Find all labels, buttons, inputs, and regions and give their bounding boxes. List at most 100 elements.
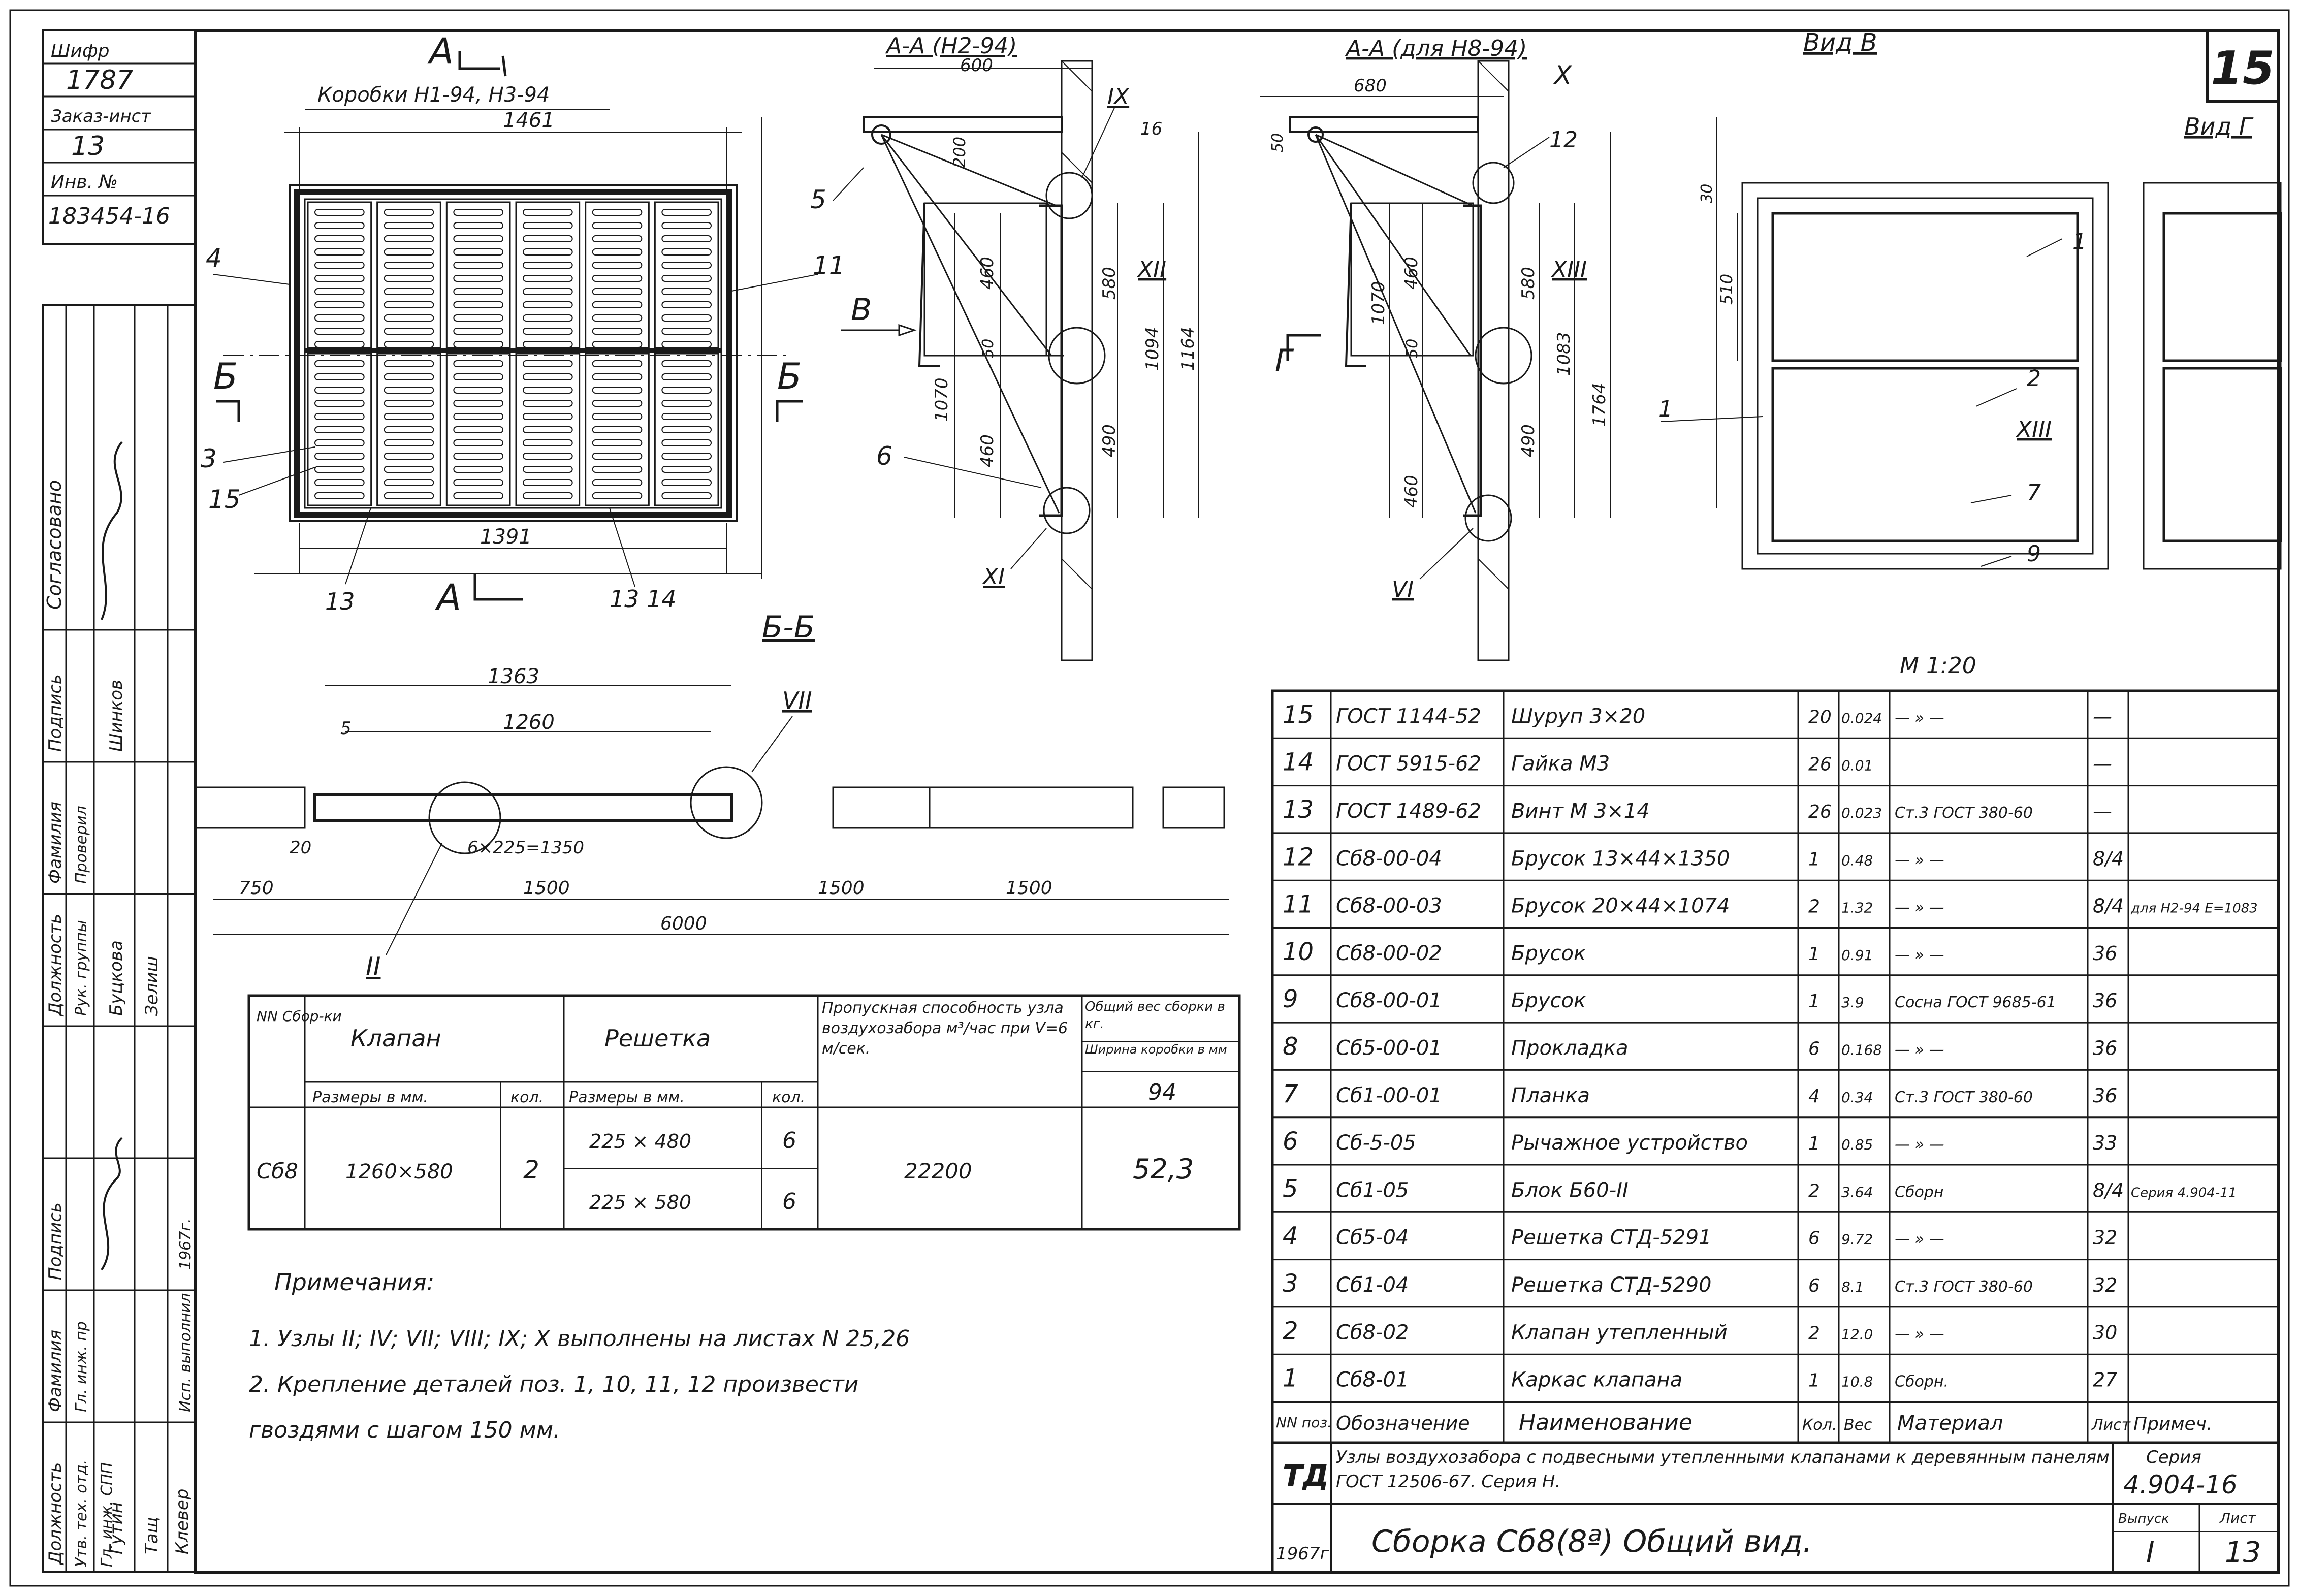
grille-slot [453, 314, 503, 322]
view-b: Вид В 510 30 1 2 XIII 7 9 1 [1658, 28, 2109, 570]
section-aa-h2-dim-50: 50 [979, 339, 997, 358]
summary-row-reshetka-qty-2: 6 [782, 1189, 796, 1215]
approval-name-0: Шинков [106, 680, 126, 752]
section-aa-h8-dim-1070: 1070 [1368, 281, 1389, 325]
spec-cell-pos: 7 [1283, 1080, 1298, 1108]
grille-slot [384, 492, 434, 499]
grille-slot [314, 341, 365, 348]
grille-slot [523, 209, 573, 216]
section-aa-h2-dim-600: 600 [960, 55, 993, 76]
grille-slot [453, 492, 503, 499]
grille-slot [661, 275, 712, 282]
spec-cell-pos: 9 [1283, 985, 1298, 1013]
grille-slot [592, 328, 643, 335]
grille-slot [523, 413, 573, 420]
plan-section-a-bottom: А [435, 577, 461, 618]
grille-slot [661, 288, 712, 295]
plan-callout-4: 4 [206, 243, 222, 273]
spec-cell-mat: Ст.3 ГОСТ 380-60 [1895, 804, 2033, 822]
view-b-outer [1741, 182, 2109, 570]
spec-cell-mass: 0.168 [1841, 1042, 1882, 1059]
title-sheet-label: Лист [2219, 1510, 2256, 1526]
view-g-panel-top [2162, 212, 2282, 362]
view-g-panel-bottom [2162, 367, 2282, 542]
approval-name-3: Тащ [142, 1517, 162, 1554]
spec-cell-code: Сб1-05 [1336, 1178, 1409, 1202]
grille-slot [661, 248, 712, 256]
spec-cell-mat: — » — [1895, 946, 1944, 964]
section-bb: Б-Б 1363 1260 5 20 6×225=1350 750 1500 1… [195, 610, 1229, 981]
pivot-aa-h8 [1307, 126, 1324, 143]
approval-role-4: Гл. инж. СПП [98, 1462, 116, 1567]
spec-h-code: Обозначение [1336, 1412, 1470, 1434]
summary-h-ves: Общий вес сборки в кг. [1085, 999, 1225, 1032]
spec-cell-pos: 14 [1283, 748, 1314, 777]
grille-slot [523, 328, 573, 335]
spec-cell-code: Сб1-00-01 [1336, 1084, 1442, 1107]
spec-cell-mat: Сосна ГОСТ 9685-61 [1895, 994, 2056, 1011]
approval-role-1: Гл. инж. пр [73, 1321, 90, 1412]
section-aa-h2-dim-490: 490 [1099, 424, 1120, 457]
grille-slot [384, 328, 434, 335]
detail-ii-circle [428, 781, 501, 854]
spec-cell-mass: 0.024 [1841, 710, 1882, 726]
wall-aa-h8 [1477, 60, 1510, 661]
view-b-callout-9: 9 [2027, 541, 2041, 567]
spec-cell-code: Сб8-02 [1336, 1321, 1409, 1344]
grille-slot [661, 341, 712, 348]
spec-cell-qty: 2 [1808, 1180, 1820, 1201]
section-aa-h8-dim-50-top: 50 [1269, 133, 1287, 152]
grille-panel [585, 353, 650, 506]
summary-row-reshetka-qty-1: 6 [782, 1128, 796, 1154]
grille-slot [592, 413, 643, 420]
spec-cell-name: Гайка М3 [1511, 752, 1610, 776]
approval-label-0: Согласовано [43, 480, 66, 610]
summary-row-klapan-qty: 2 [523, 1155, 539, 1185]
spec-cell-qty: 1 [1808, 991, 1820, 1012]
grille-slot [661, 466, 712, 473]
grille-slot [314, 400, 365, 407]
grille-slot [314, 453, 365, 460]
grille-slot [453, 400, 503, 407]
spec-cell-sheet: — [2093, 753, 2112, 775]
spec-cell-mass: 0.023 [1841, 805, 1882, 821]
approval-role-3: Проверил [73, 806, 90, 884]
grille-panel [654, 353, 719, 506]
section-aa-h8-dim-490: 490 [1518, 424, 1539, 457]
grille-slot [314, 328, 365, 335]
spec-cell-qty: 6 [1808, 1039, 1820, 1060]
section-bb-dim-5: 5 [340, 718, 352, 739]
view-b-callout-xiii: XIII [2016, 417, 2052, 442]
grille-slot [592, 301, 643, 308]
spec-cell-name: Планка [1511, 1084, 1590, 1107]
side-stamp-box [42, 29, 197, 245]
section-aa-h2-dim-1094: 1094 [1142, 327, 1163, 371]
summary-table-frame [247, 994, 1241, 1231]
spec-cell-qty: 26 [1808, 754, 1832, 775]
stamp-cell-2: 1787 [66, 65, 133, 95]
grille-slot [453, 466, 503, 473]
grille-slot [661, 479, 712, 486]
spec-cell-sheet: 33 [2093, 1132, 2117, 1154]
grille-slot [314, 275, 365, 282]
grille-slot [661, 328, 712, 335]
approval-label-1: Должность [45, 914, 66, 1017]
spec-cell-code: Сб8-00-01 [1336, 989, 1442, 1012]
grille-slot [523, 453, 573, 460]
grille-slot [661, 209, 712, 216]
flap-upper-aa-h2 [923, 202, 1047, 357]
spec-cell-name: Брусок 20×44×1074 [1511, 895, 1730, 918]
spec-cell-mat: — » — [1895, 851, 1944, 869]
spec-cell-name: Клапан утепленный [1511, 1321, 1728, 1344]
signature-2 [101, 1137, 123, 1271]
summary-row-propusk: 22200 [904, 1159, 972, 1184]
section-aa-h2-view-marker: В [851, 292, 872, 328]
grille-slot [453, 439, 503, 446]
spec-cell-code: Сб8-01 [1336, 1368, 1409, 1392]
notes-line-1: 1. Узлы II; IV; VII; VIII; IX; X выполне… [249, 1326, 910, 1352]
summary-h-razmery-r: Размеры в мм. [569, 1089, 685, 1106]
bb-wall-left [195, 786, 306, 829]
grille-slot [453, 288, 503, 295]
grille-slot [384, 373, 434, 380]
detail-aa-h8-mid [1475, 327, 1532, 385]
